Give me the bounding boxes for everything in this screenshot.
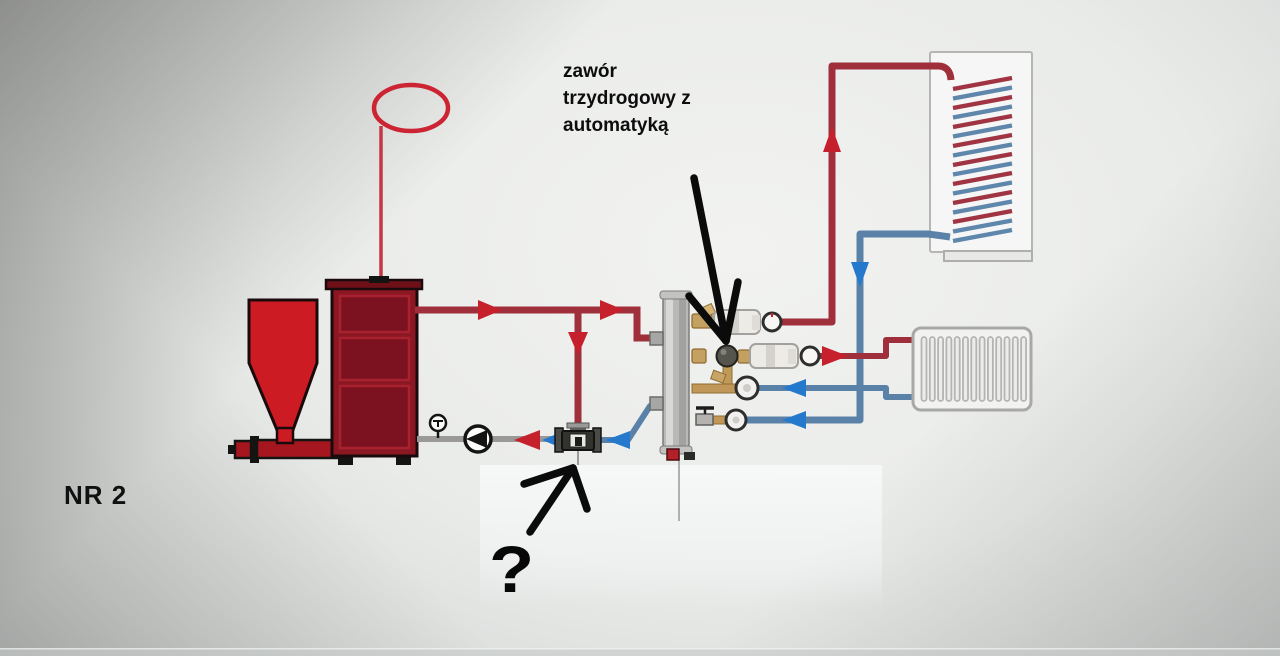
- solid-fuel-boiler: [324, 276, 424, 465]
- note-line-2: trzydrogowy z: [563, 88, 691, 109]
- return-row-fitting-1: [691, 375, 760, 401]
- bottom-edge-strip: [0, 648, 1280, 656]
- panel-radiator: [911, 326, 1033, 412]
- separator-drain: [666, 448, 695, 521]
- supply-pipe: [415, 300, 655, 424]
- fuel-hopper: [247, 298, 319, 445]
- mixing-valve-actuator: [715, 344, 739, 368]
- hydraulic-separator: [649, 290, 693, 455]
- coil-serpentine: [952, 75, 1013, 244]
- thermometer-icon: [428, 413, 448, 438]
- return-row-fitting-2: [695, 406, 748, 432]
- riser-red-circle-annotation: [371, 82, 451, 283]
- three-way-valve-note: zawór trzydrogowy z automatyką: [563, 58, 733, 139]
- highlight-box: [480, 465, 882, 607]
- three-way-valve: [554, 422, 602, 465]
- note-line-3: automatyką: [563, 115, 669, 136]
- system-number-label: NR 2: [64, 480, 128, 510]
- circulation-pump-icon: [463, 424, 493, 454]
- valve-to-separator-pipe: [596, 403, 658, 449]
- circuit-supply-pipes: [781, 62, 955, 366]
- annotation-arrow-to-mixing-valve: [685, 174, 742, 345]
- pump-group-circuit-2: [691, 343, 821, 386]
- question-mark-label: ?: [489, 532, 535, 606]
- note-line-1: zawór: [563, 61, 617, 82]
- circuit-return-pipes: [746, 230, 951, 429]
- annotation-arrow-to-three-way-valve: [520, 464, 591, 536]
